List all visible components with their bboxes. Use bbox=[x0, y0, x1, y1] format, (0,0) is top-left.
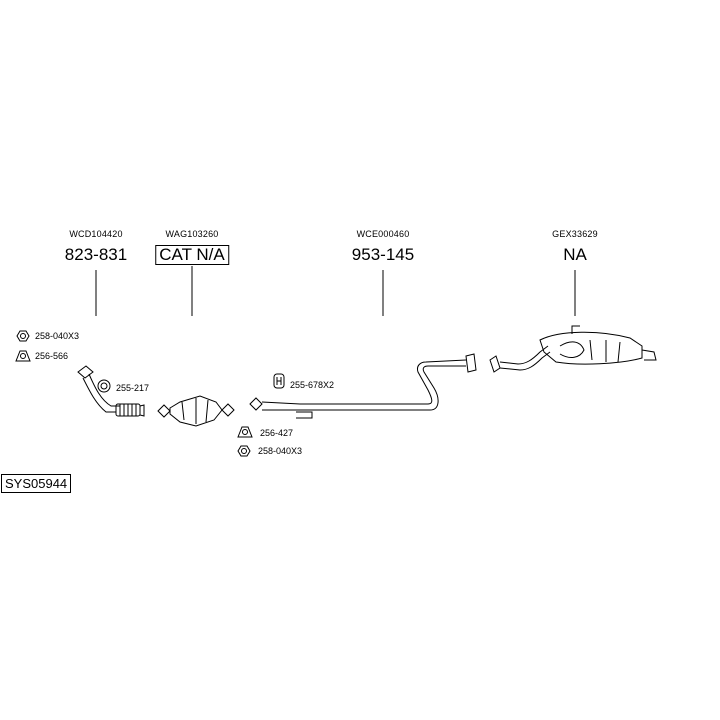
part-number-front-pipe[interactable]: 823-831 bbox=[64, 245, 128, 264]
system-id-label: SYS05944 bbox=[1, 474, 72, 493]
section-code-middle-pipe: WCE000460 bbox=[356, 229, 410, 239]
gasket-icon-mid bbox=[237, 426, 253, 438]
catalyst-drawing bbox=[157, 395, 235, 427]
part-number-middle-pipe[interactable]: 953-145 bbox=[351, 245, 415, 264]
part-number-catalyst[interactable]: CAT N/A bbox=[155, 245, 229, 265]
fitting-label-clamp-front[interactable]: 255-217 bbox=[116, 383, 150, 393]
hanger-icon-mid bbox=[273, 373, 285, 389]
middle-pipe-drawing bbox=[249, 353, 477, 419]
part-number-rear-silencer[interactable]: NA bbox=[563, 245, 587, 264]
front-pipe-drawing bbox=[77, 365, 145, 417]
section-code-rear-silencer: GEX33629 bbox=[552, 229, 598, 239]
rear-silencer-drawing bbox=[489, 325, 657, 373]
fitting-label-nut-mid[interactable]: 258-040X3 bbox=[258, 446, 303, 456]
fitting-label-hanger-mid[interactable]: 255-678X2 bbox=[290, 380, 335, 390]
fitting-label-nut-front[interactable]: 258-040X3 bbox=[35, 331, 80, 341]
nut-icon-front bbox=[16, 330, 30, 342]
section-code-front-pipe: WCD104420 bbox=[69, 229, 123, 239]
fitting-label-gasket-front[interactable]: 256-566 bbox=[35, 351, 69, 361]
gasket-icon-front bbox=[15, 350, 31, 362]
fitting-label-gasket-mid[interactable]: 256-427 bbox=[260, 428, 294, 438]
section-code-catalyst: WAG103260 bbox=[165, 229, 219, 239]
nut-icon-mid bbox=[237, 445, 251, 457]
